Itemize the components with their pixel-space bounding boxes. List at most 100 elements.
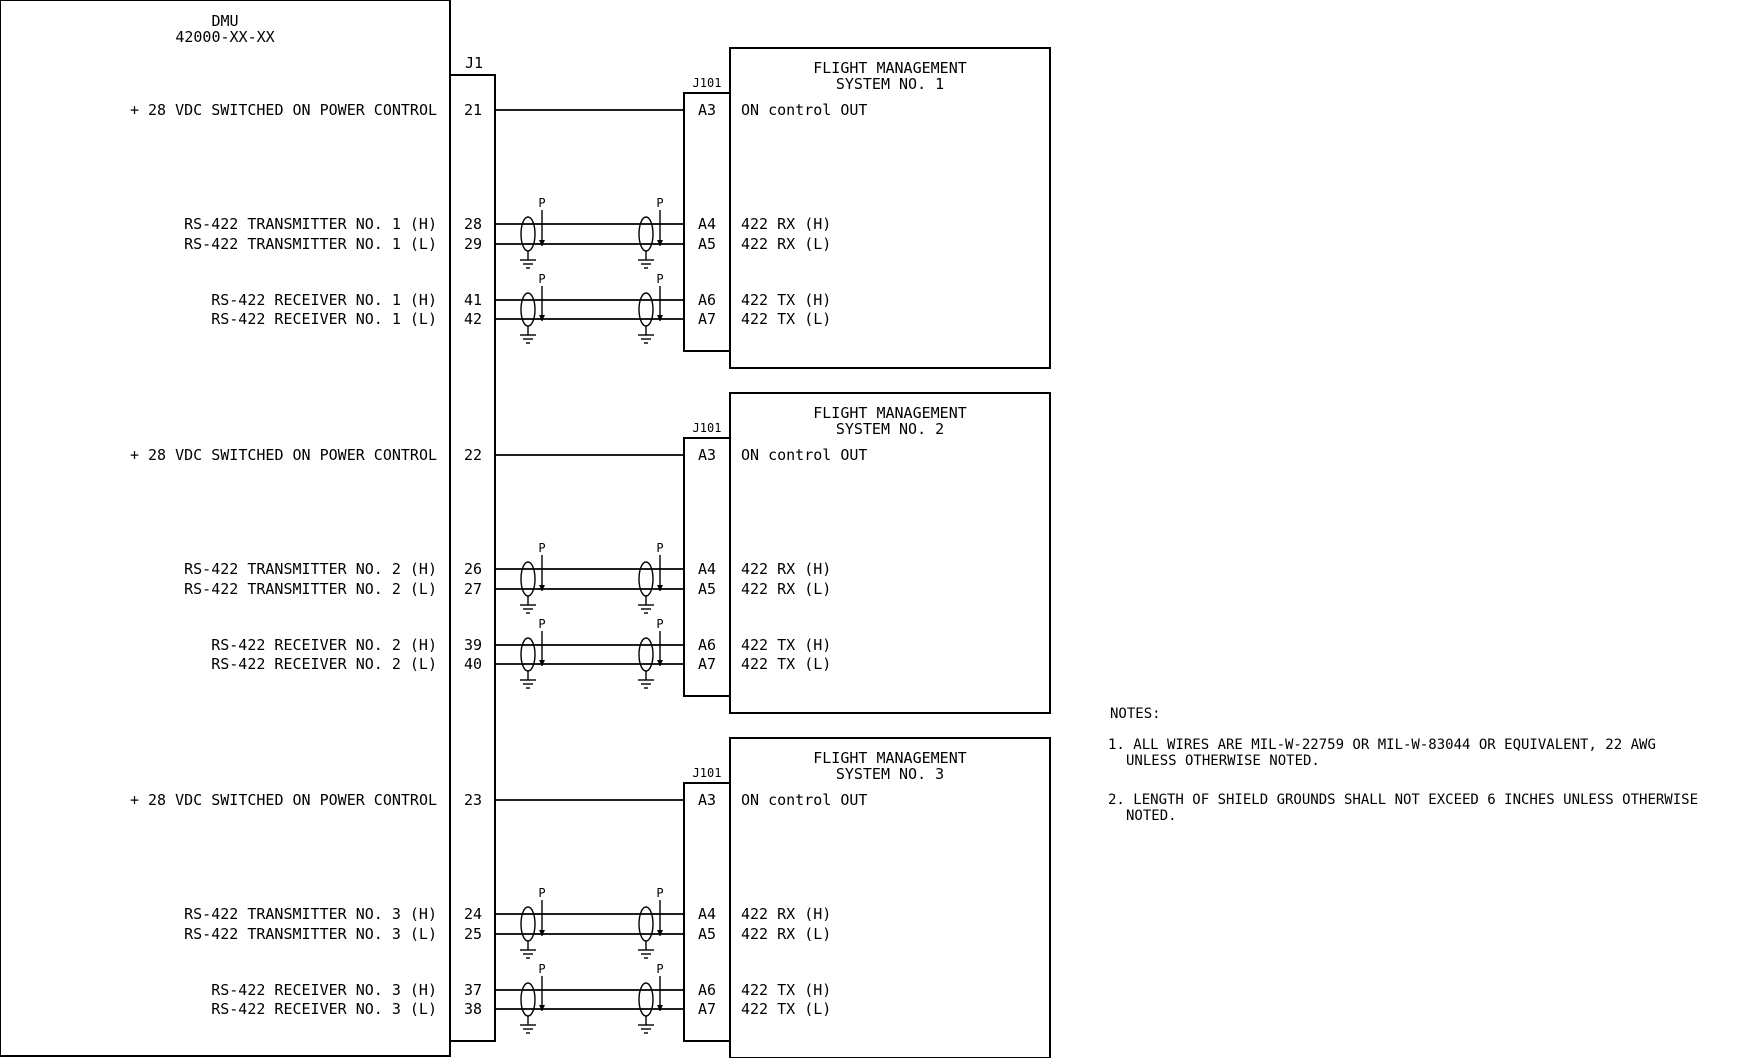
system-2-signal-2-j1-pin: 26 [464, 560, 482, 578]
system-3-signal-1-j1-pin: 23 [464, 791, 482, 809]
system-1-signal-5-j1-pin: 42 [464, 310, 482, 328]
system-3-signal-2-j101-pin: A4 [698, 905, 716, 923]
system-1-signal-3-fms-label: 422 RX (L) [741, 235, 831, 253]
system-2-signal-1-fms-label: ON control OUT [741, 446, 867, 464]
system-1-signal-4-j1-pin: 41 [464, 291, 482, 309]
system-1-signal-5-fms-label: 422 TX (L) [741, 310, 831, 328]
system-2-pair-1-dmu-side-shield [520, 561, 536, 597]
system-3-pair-1-dmu-side-p-marker: P [538, 886, 545, 900]
system-3-signal-3-j101-pin: A5 [698, 925, 716, 943]
system-1-pair-1-fms-side-p-marker: P [656, 196, 663, 210]
note-2-line-1: 2. LENGTH OF SHIELD GROUNDS SHALL NOT EX… [1108, 792, 1698, 808]
system-2-signal-2-dmu-label: RS-422 TRANSMITTER NO. 2 (H) [184, 560, 437, 578]
system-2-signal-1-j1-pin: 22 [464, 446, 482, 464]
system-3-j101-connector [683, 782, 731, 1042]
system-3-signal-5-dmu-label: RS-422 RECEIVER NO. 3 (L) [211, 1000, 437, 1018]
system-1-signal-2-dmu-label: RS-422 TRANSMITTER NO. 1 (H) [184, 215, 437, 233]
dmu-title: DMU [211, 12, 238, 30]
system-2-signal-4-dmu-label: RS-422 RECEIVER NO. 2 (H) [211, 636, 437, 654]
system-3-signal-5-j1-pin: 38 [464, 1000, 482, 1018]
system-1-pair-2-dmu-side-shield [520, 292, 536, 327]
system-1-signal-1-dmu-label: + 28 VDC SWITCHED ON POWER CONTROL [130, 101, 437, 119]
system-1-pair-1-fms-side-shield [638, 216, 654, 252]
system-2-pair-1-fms-side-p-marker: P [656, 541, 663, 555]
system-3-signal-2-fms-label: 422 RX (H) [741, 905, 831, 923]
system-2-pair-1-fms-side-p-arrow [657, 585, 663, 591]
system-2-pair-1-dmu-side-p-arrow [539, 585, 545, 591]
system-3-pair-2-fms-side-p-marker: P [656, 962, 663, 976]
system-1-signal-4-dmu-label: RS-422 RECEIVER NO. 1 (H) [211, 291, 437, 309]
system-3-pair-2-dmu-side-shield [520, 982, 536, 1017]
j1-connector [449, 74, 496, 1042]
note-1-line-1: 1. ALL WIRES ARE MIL-W-22759 OR MIL-W-83… [1108, 737, 1656, 753]
system-3-j101-label: J101 [693, 766, 722, 780]
system-1-signal-2-j101-pin: A4 [698, 215, 716, 233]
system-3-pair-2-fms-side-p-arrow [657, 1005, 663, 1011]
system-1-pair-2-dmu-side-p-arrow [539, 315, 545, 321]
dmu-box [0, 0, 451, 1057]
system-1-signal-4-j101-pin: A6 [698, 291, 716, 309]
system-1-signal-3-j101-pin: A5 [698, 235, 716, 253]
system-2-pair-2-fms-side-shield [638, 637, 654, 672]
system-1-pair-1-dmu-side-p-marker: P [538, 196, 545, 210]
system-3-signal-4-j101-pin: A6 [698, 981, 716, 999]
system-2-j101-label: J101 [693, 421, 722, 435]
system-2-pair-1-fms-side-shield [638, 561, 654, 597]
system-1-title-line2: SYSTEM NO. 1 [836, 75, 944, 93]
system-3-signal-4-j1-pin: 37 [464, 981, 482, 999]
system-2-pair-2-fms-side-p-marker: P [656, 617, 663, 631]
system-2-signal-4-j1-pin: 39 [464, 636, 482, 654]
system-2-j101-connector [683, 437, 731, 697]
system-2-signal-5-j1-pin: 40 [464, 655, 482, 673]
system-1-signal-1-fms-label: ON control OUT [741, 101, 867, 119]
system-2-pair-2-dmu-side-p-arrow [539, 660, 545, 666]
system-3-signal-3-j1-pin: 25 [464, 925, 482, 943]
system-2-signal-4-j101-pin: A6 [698, 636, 716, 654]
system-1-pair-1-fms-side-p-arrow [657, 240, 663, 246]
system-1-title-line1: FLIGHT MANAGEMENT [813, 59, 967, 77]
system-3-signal-1-dmu-label: + 28 VDC SWITCHED ON POWER CONTROL [130, 791, 437, 809]
system-1-j101-connector [683, 92, 731, 352]
system-1-signal-4-fms-label: 422 TX (H) [741, 291, 831, 309]
j1-label: J1 [465, 54, 483, 72]
system-2-signal-5-fms-label: 422 TX (L) [741, 655, 831, 673]
system-1-pair-2-fms-side-p-marker: P [656, 272, 663, 286]
system-1-signal-3-j1-pin: 29 [464, 235, 482, 253]
system-2-signal-3-j101-pin: A5 [698, 580, 716, 598]
system-1-signal-2-fms-label: 422 RX (H) [741, 215, 831, 233]
system-3-title-line1: FLIGHT MANAGEMENT [813, 749, 967, 767]
system-3-signal-3-fms-label: 422 RX (L) [741, 925, 831, 943]
notes-heading: NOTES: [1110, 706, 1161, 722]
system-2-pair-2-dmu-side-p-marker: P [538, 617, 545, 631]
system-3-signal-2-dmu-label: RS-422 TRANSMITTER NO. 3 (H) [184, 905, 437, 923]
system-1-signal-5-dmu-label: RS-422 RECEIVER NO. 1 (L) [211, 310, 437, 328]
note-1-line-2: UNLESS OTHERWISE NOTED. [1126, 753, 1320, 769]
system-3-pair-1-dmu-side-p-arrow [539, 930, 545, 936]
system-2-signal-5-dmu-label: RS-422 RECEIVER NO. 2 (L) [211, 655, 437, 673]
system-2-pair-1-dmu-side-p-marker: P [538, 541, 545, 555]
system-1-signal-2-j1-pin: 28 [464, 215, 482, 233]
system-3-signal-2-j1-pin: 24 [464, 905, 482, 923]
system-3-pair-1-fms-side-p-marker: P [656, 886, 663, 900]
system-1-signal-5-j101-pin: A7 [698, 310, 716, 328]
notes-block: NOTES: 1. ALL WIRES ARE MIL-W-22759 OR M… [1108, 706, 1698, 824]
system-1-signal-3-dmu-label: RS-422 TRANSMITTER NO. 1 (L) [184, 235, 437, 253]
system-1-pair-2-fms-side-p-arrow [657, 315, 663, 321]
system-3-signal-3-dmu-label: RS-422 TRANSMITTER NO. 3 (L) [184, 925, 437, 943]
system-3-signal-4-dmu-label: RS-422 RECEIVER NO. 3 (H) [211, 981, 437, 999]
system-2-signal-3-j1-pin: 27 [464, 580, 482, 598]
system-3-pair-2-dmu-side-p-marker: P [538, 962, 545, 976]
system-2-signal-2-j101-pin: A4 [698, 560, 716, 578]
dmu-part-number: 42000-XX-XX [175, 28, 274, 46]
system-2-title-line1: FLIGHT MANAGEMENT [813, 404, 967, 422]
system-3-signal-1-j101-pin: A3 [698, 791, 716, 809]
system-2-signal-1-j101-pin: A3 [698, 446, 716, 464]
system-3-signal-1-fms-label: ON control OUT [741, 791, 867, 809]
system-2-pair-2-fms-side-p-arrow [657, 660, 663, 666]
system-3-title-line2: SYSTEM NO. 3 [836, 765, 944, 783]
system-2-pair-2-dmu-side-shield [520, 637, 536, 672]
system-3-pair-2-fms-side-shield [638, 982, 654, 1017]
system-3-signal-4-fms-label: 422 TX (H) [741, 981, 831, 999]
